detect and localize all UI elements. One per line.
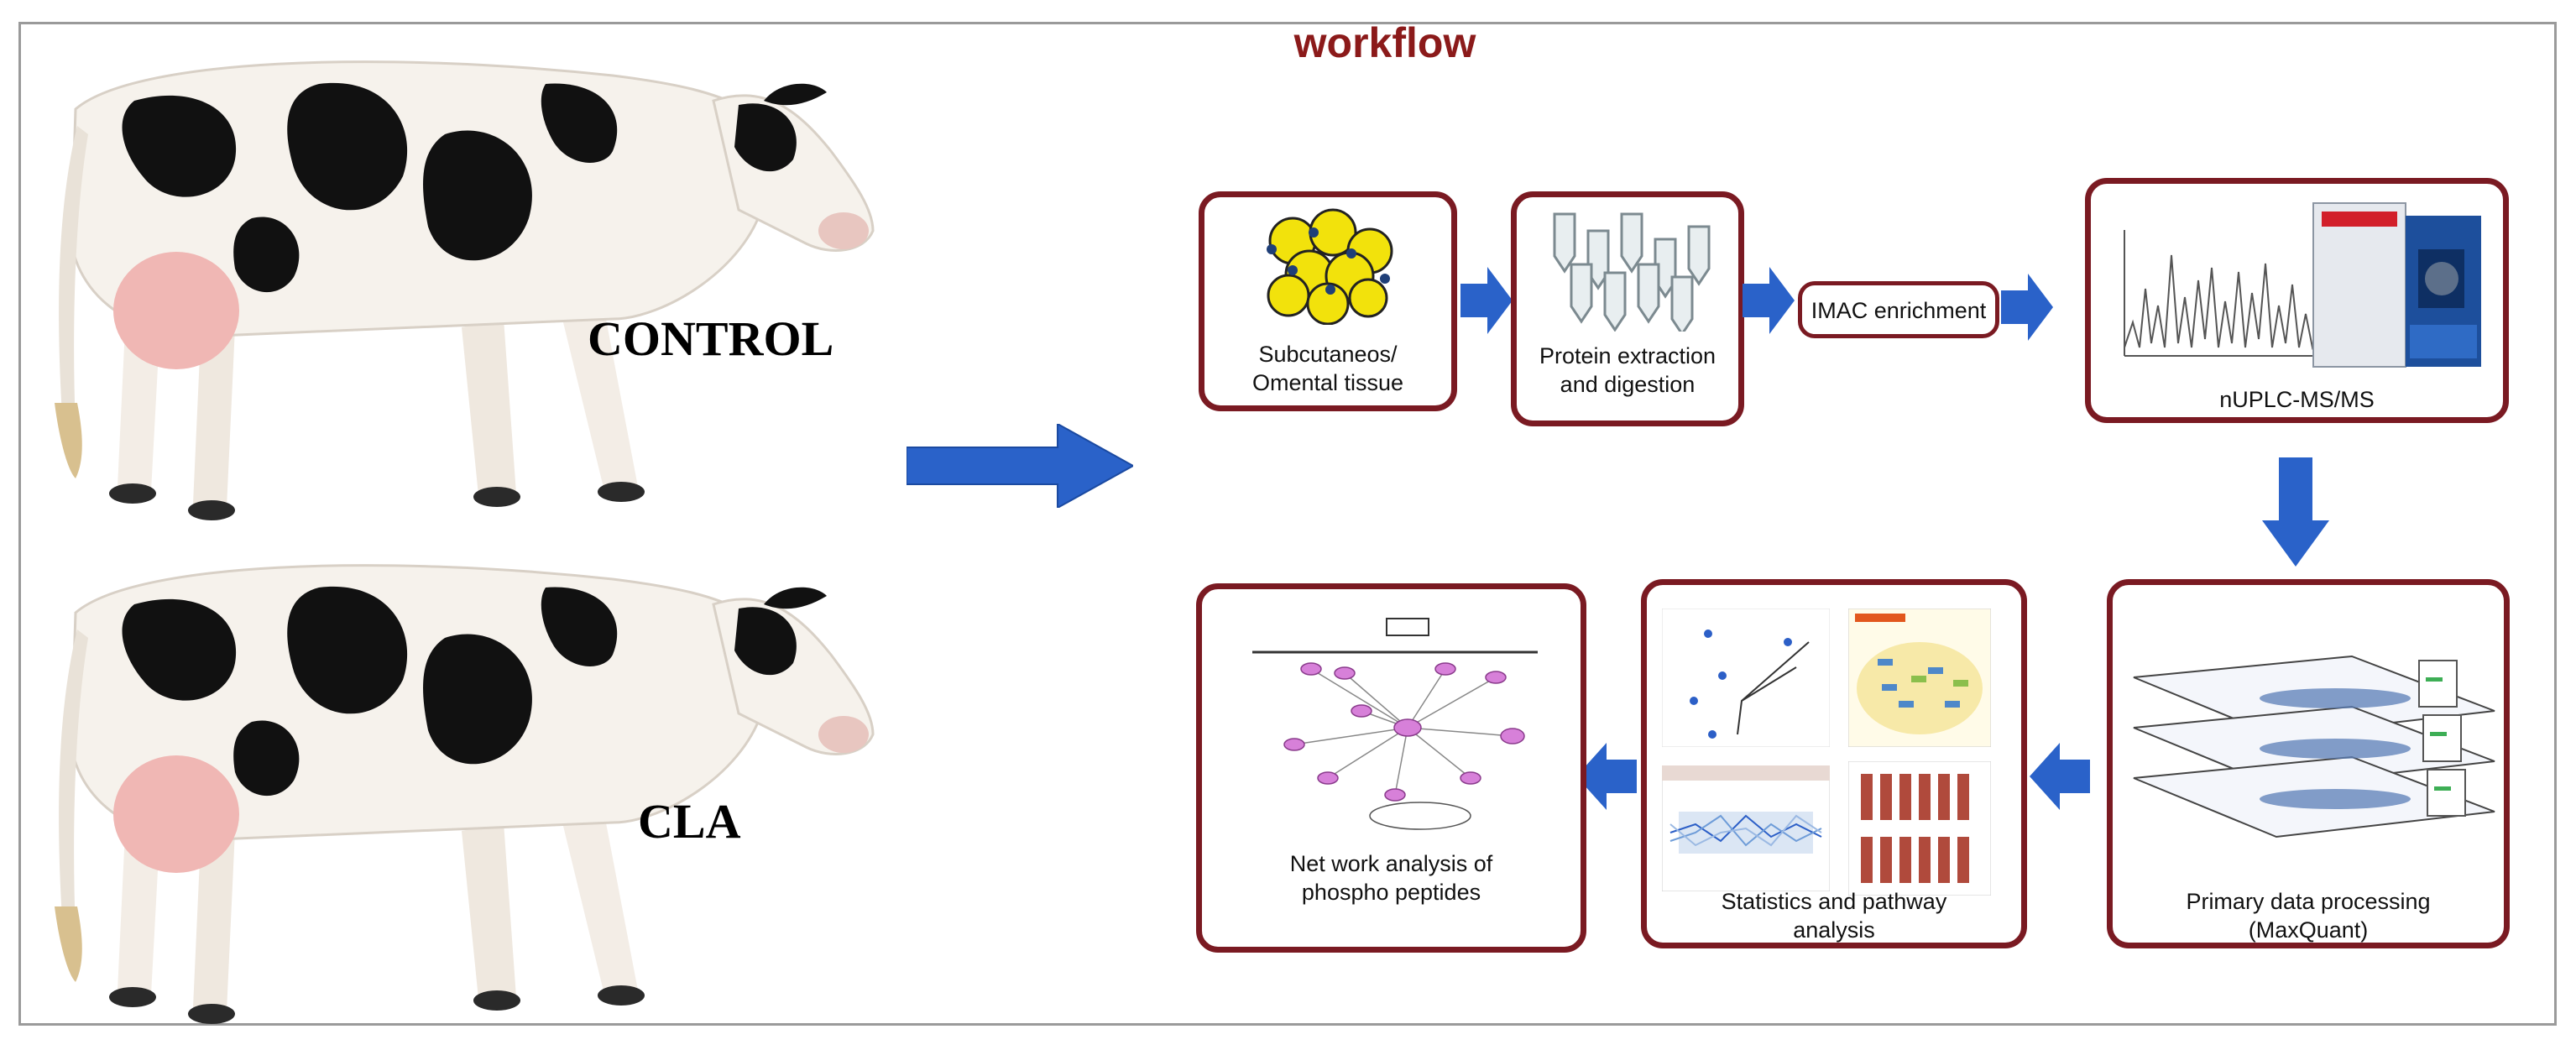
data-layers-icon <box>2125 644 2503 854</box>
boxplot-icon <box>1848 761 1991 896</box>
imac-label: IMAC enrichment <box>1811 298 1987 323</box>
step-network-box: Net work analysis of phospho peptides <box>1196 583 1586 953</box>
network-label-line2: phospho peptides <box>1301 880 1481 905</box>
arrow-imac-to-ms <box>2001 274 2053 341</box>
stats-label-line1: Statistics and pathway <box>1721 889 1947 914</box>
tissue-label-line2: Omental tissue <box>1251 370 1404 395</box>
processing-label: Primary data processing (MaxQuant) <box>2113 887 2504 944</box>
main-flow-arrow <box>907 424 1133 508</box>
step-stats-box: Statistics and pathway analysis <box>1641 579 2027 948</box>
arrow-processing-to-stats <box>2030 743 2090 810</box>
arrow-ms-to-processing <box>2262 457 2329 567</box>
ms-label: nUPLC-MS/MS <box>2219 387 2375 412</box>
pathway-map-icon <box>1848 609 1991 747</box>
tissue-label: Subcutaneos/ Omental tissue <box>1204 340 1451 397</box>
network-diagram-icon <box>1227 602 1563 837</box>
chromatogram-icon <box>2116 222 2334 364</box>
workflow-title: workflow <box>1293 19 1476 66</box>
step-ms-box: nUPLC-MS/MS <box>2085 178 2509 423</box>
arrow-extraction-to-imac <box>1743 267 1795 334</box>
sample-tube-icon <box>1546 206 1722 332</box>
stats-label: Statistics and pathway analysis <box>1647 887 2021 944</box>
cla-group-label: CLA <box>638 794 741 849</box>
arrow-stats-to-network <box>1576 743 1637 810</box>
processing-label-line1: Primary data processing <box>2186 889 2431 914</box>
extraction-label-line2: and digestion <box>1560 372 1696 397</box>
profile-plot-icon <box>1662 765 1830 891</box>
tissue-label-line1: Subcutaneos/ <box>1258 342 1398 367</box>
network-label-line1: Net work analysis of <box>1289 851 1493 876</box>
extraction-label: Protein extraction and digestion <box>1517 342 1738 399</box>
step-imac-box: IMAC enrichment <box>1798 281 1999 338</box>
processing-label-line2: (MaxQuant) <box>2248 917 2369 943</box>
extraction-label-line1: Protein extraction <box>1539 343 1716 368</box>
stats-label-line2: analysis <box>1793 917 1875 943</box>
network-label: Net work analysis of phospho peptides <box>1202 849 1581 906</box>
arrow-tissue-to-extraction <box>1460 267 1513 334</box>
control-group-label: CONTROL <box>588 311 834 366</box>
step-processing-box: Primary data processing (MaxQuant) <box>2107 579 2510 948</box>
step-extraction-box: Protein extraction and digestion <box>1511 191 1744 426</box>
pca-plot-icon <box>1662 609 1830 747</box>
mass-spectrometer-icon <box>2309 199 2494 375</box>
adipocyte-cluster-icon <box>1259 207 1402 325</box>
cow-illustration-cla <box>25 537 881 1024</box>
step-tissue-box: Subcutaneos/ Omental tissue <box>1199 191 1457 411</box>
cow-illustration-control <box>25 34 881 520</box>
